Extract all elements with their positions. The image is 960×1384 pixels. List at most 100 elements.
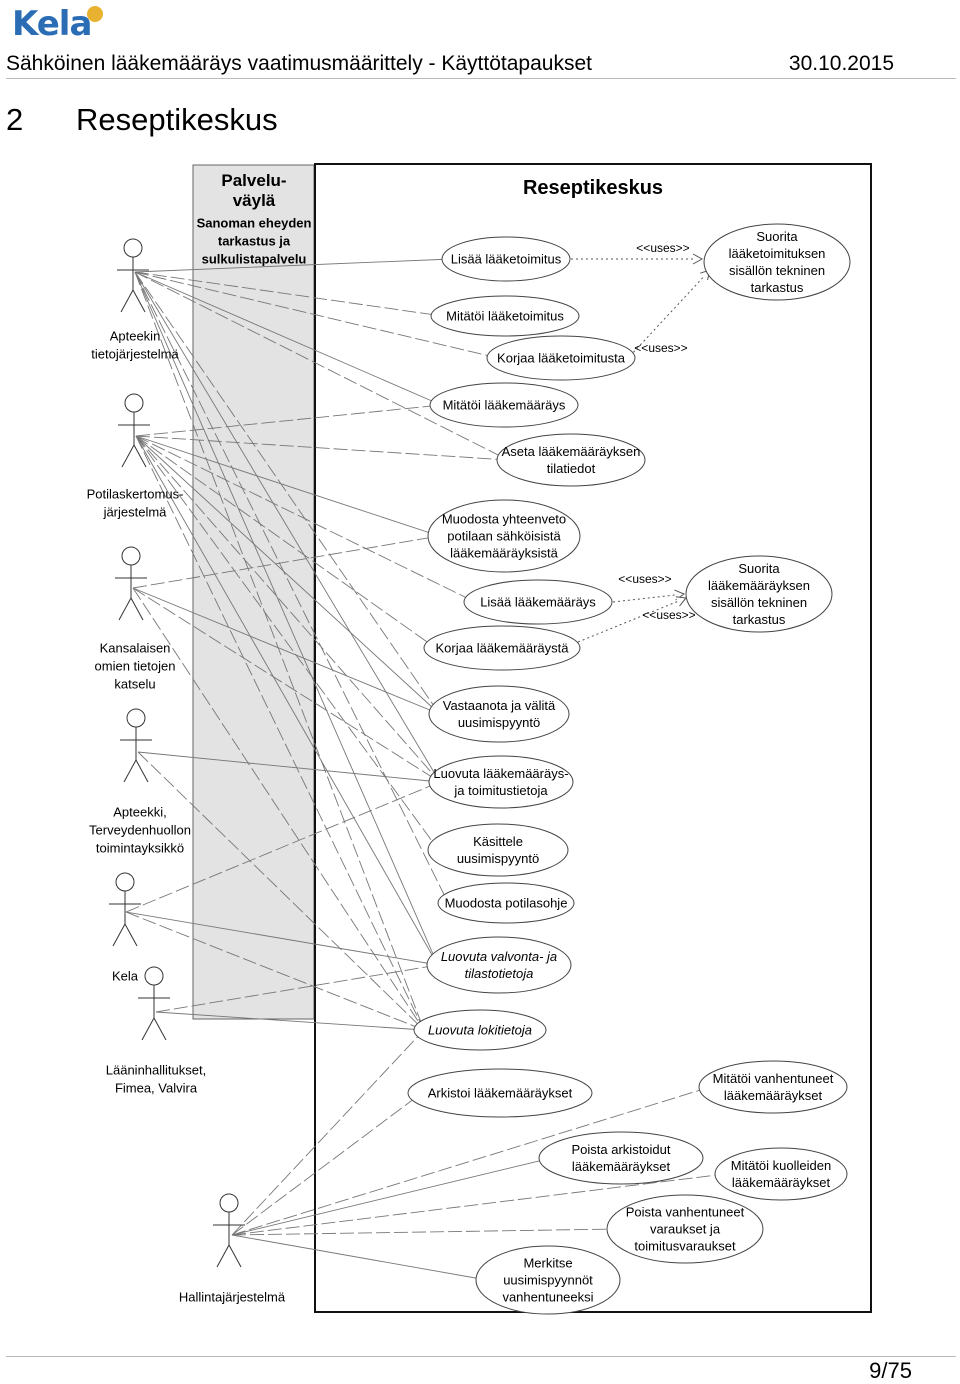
association-line [231,1228,619,1236]
use-case-label: Luovuta lokitietoja [428,1023,532,1038]
actor-head [123,238,143,258]
association-line [134,271,509,461]
association-line [135,404,442,437]
association-line [231,1173,725,1236]
use-case-uc11 [428,685,570,743]
use-case-uc6 [496,433,646,487]
use-case-label: Lisää lääketoimitus [451,252,562,267]
actor-kela [109,872,141,947]
actor-leg [118,597,132,621]
use-case-uc2 [430,295,580,337]
association-line [132,535,440,589]
use-case-uc21 [606,1194,764,1264]
actor-leg [124,923,138,947]
use-case-label: Lisää lääkemääräys [480,595,596,610]
actor-head [144,966,164,986]
actor-head [115,872,135,892]
association-line [135,435,509,461]
association-line [231,1086,711,1236]
actor-label: Hallintajärjestelmä [179,1290,286,1305]
kela-logo: Kela [12,4,103,44]
use-case-label: Luovuta lääkemääräys-ja toimitustietoja [433,766,568,798]
actor-leg [135,759,149,783]
actor-label: Potilaskertomus-järjestelmä [87,487,184,520]
uses-relation [612,589,686,603]
association-line [231,1029,425,1236]
use-case-uc8 [463,579,613,625]
system-boundary [314,163,872,1313]
association-line [134,271,441,783]
use-case-uc22 [475,1245,621,1315]
association-line [231,1157,552,1236]
uses-label: <<uses>> [634,341,687,355]
use-case-label: Korjaa lääkemääräystä [436,641,570,656]
use-case-uc14 [437,882,575,924]
association-line [155,964,438,1013]
association-line [125,911,438,966]
uses-label: <<uses>> [636,241,689,255]
use-case-label: Muodosta potilasohje [445,896,568,911]
actor-laanit [138,966,170,1041]
actor-leg [228,1244,242,1268]
association-line [231,1234,487,1281]
use-case-uc10 [685,555,833,633]
use-case-label: Arkistoi lääkemääräykset [428,1086,573,1101]
actor-hallinta [213,1193,245,1268]
actors [109,238,245,1268]
document-title: Sähköinen lääkemääräys vaatimusmäärittel… [6,52,592,75]
use-case-uc13 [427,823,569,877]
association-line [135,435,440,715]
association-line [135,435,425,1031]
association-line [134,258,452,273]
use-case-uc4 [703,223,851,301]
logo-text: Kela [12,4,92,44]
association-line [132,587,425,1031]
use-case-label: Mitätöi lääkemääräys [443,398,566,413]
actor-head [126,708,146,728]
document-date: 30.10.2015 [788,52,894,75]
association-line [134,271,439,966]
actor-apteekki [117,238,149,313]
actor-leg [120,289,134,313]
actor-leg [133,444,147,468]
association-line [137,751,425,1031]
page-number: 9/75 [869,1358,912,1383]
section-number: 2 [6,102,24,137]
association-line [132,587,440,715]
use-case-uc5 [429,382,579,428]
actor-leg [153,1017,167,1041]
association-line [134,271,443,317]
actor-leg [123,759,137,783]
association-line [135,435,439,966]
actor-leg [121,444,135,468]
association-lines [125,258,725,1281]
header-divider [6,78,956,79]
association-line [134,271,499,359]
association-line [135,435,441,783]
use-case-uc3 [486,335,636,381]
actor-toimintayksikko [120,708,152,783]
association-line [132,587,441,783]
use-case-ellipses [407,223,851,1315]
use-case-label: Mitätöi lääketoimitus [446,309,564,324]
actor-head [124,393,144,413]
use-case-label: Korjaa lääketoimitusta [497,351,626,366]
association-line [135,435,476,603]
actor-head [219,1193,239,1213]
association-line [125,781,440,913]
use-case-uc7 [427,499,581,573]
use-case-uc12 [428,755,574,809]
association-line [135,435,436,649]
